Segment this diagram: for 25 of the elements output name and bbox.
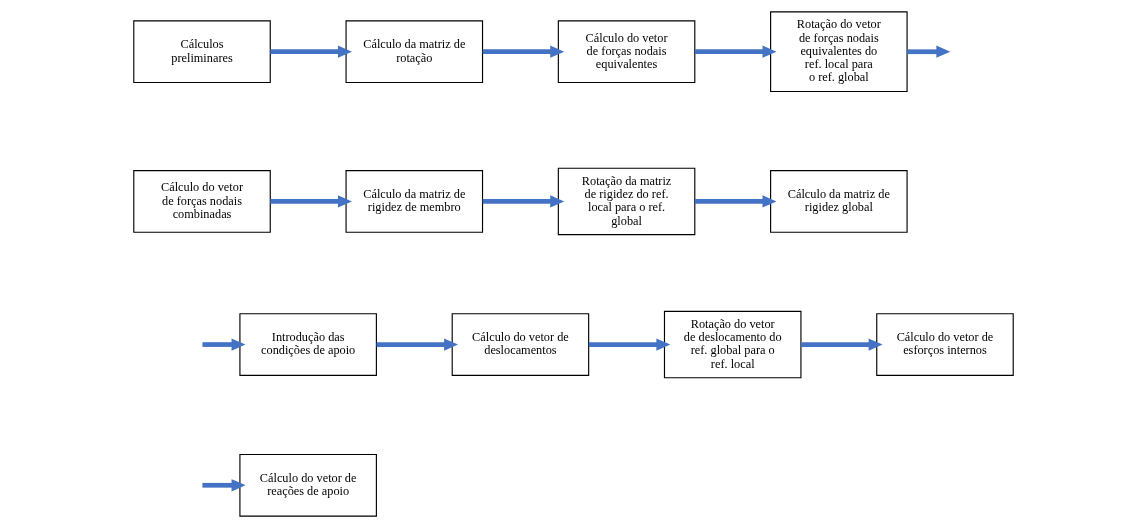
node-box: Cálculos preliminares xyxy=(133,20,271,84)
node-box: Cálculo da matriz de rotação xyxy=(345,20,484,84)
arrow xyxy=(907,45,951,58)
arrow xyxy=(695,45,777,58)
arrow xyxy=(482,45,565,58)
node-box: Cálculo do vetor de reações de apoio xyxy=(239,453,377,517)
arrow xyxy=(270,45,352,58)
arrow xyxy=(482,195,565,208)
arrow xyxy=(695,195,777,208)
node-box: Rotação do vetor de forças nodais equivalentes do ref. local para o ref. global xyxy=(770,11,908,93)
node-box: Rotação do vetor de deslocamento do ref. global para o ref. local xyxy=(663,310,802,379)
arrow xyxy=(801,338,883,351)
node-box: Rotação da matriz de rigidez do ref. local para o ref. global xyxy=(557,167,696,236)
node-box: Cálculo do vetor de forças nodais equivalentes xyxy=(557,20,696,84)
node-box: Cálculo do vetor de esforços internos xyxy=(876,313,1014,376)
arrow xyxy=(270,195,352,208)
node-box: Cálculo do vetor de forças nodais combinadas xyxy=(133,170,271,233)
node-box: Introdução das condições de apoio xyxy=(239,313,377,376)
arrow xyxy=(588,338,671,351)
arrow xyxy=(376,338,459,351)
node-box: Cálculo da matriz de rigidez de membro xyxy=(345,170,484,233)
arrow xyxy=(202,479,246,492)
node-box: Cálculo da matriz de rigidez global xyxy=(770,170,908,233)
node-box: Cálculo do vetor de deslocamentos xyxy=(451,313,590,376)
arrow xyxy=(202,338,246,351)
